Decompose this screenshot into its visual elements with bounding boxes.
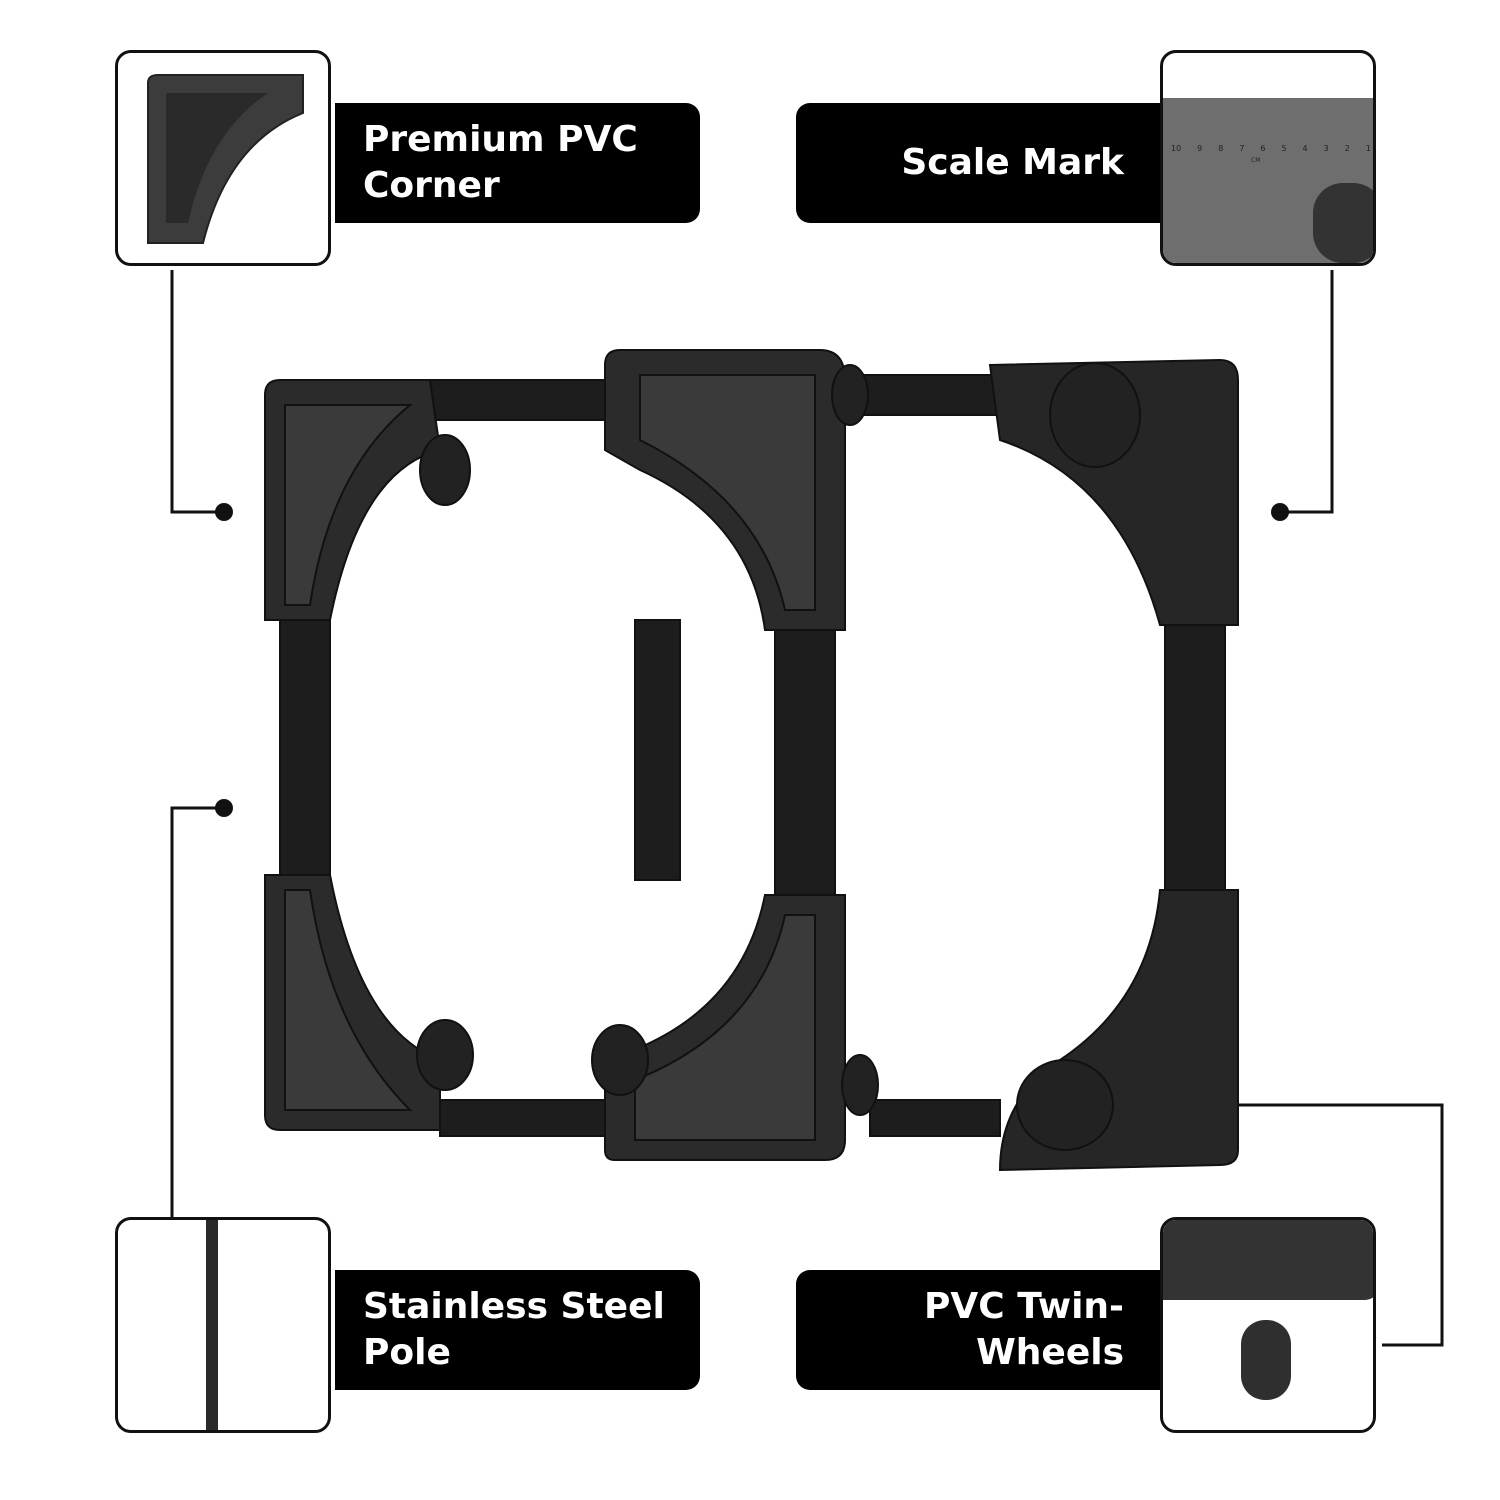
corner-thumbnail xyxy=(115,50,331,266)
washing-machine-stand xyxy=(264,349,1239,1172)
wheels-label-text: PVC Twin- Wheels xyxy=(924,1286,1124,1373)
connector-lines xyxy=(170,270,1444,1347)
pole-thumbnail xyxy=(115,1217,331,1433)
connector-scale xyxy=(1280,270,1334,514)
corner-base-image xyxy=(1163,1220,1373,1300)
corner-label: Premium PVC Corner xyxy=(335,103,700,223)
scale-unit: CM xyxy=(1251,157,1261,164)
wheels-label: PVC Twin- Wheels xyxy=(796,1270,1160,1390)
corner-image xyxy=(147,74,304,244)
connector-pole xyxy=(170,806,224,1217)
connector-corner xyxy=(170,270,224,514)
connector-wheels xyxy=(1072,1103,1444,1347)
scale-label: Scale Mark xyxy=(796,103,1160,223)
pole-image xyxy=(206,1220,218,1430)
pole-label: Stainless Steel Pole xyxy=(335,1270,700,1390)
corner-label-text: Premium PVC Corner xyxy=(363,119,638,206)
pole-label-text: Stainless Steel Pole xyxy=(363,1286,665,1373)
twin-wheel-image xyxy=(1241,1320,1291,1400)
wheels-thumbnail xyxy=(1160,1217,1376,1433)
wheel-icon xyxy=(1313,183,1373,263)
scale-label-text: Scale Mark xyxy=(901,142,1124,183)
